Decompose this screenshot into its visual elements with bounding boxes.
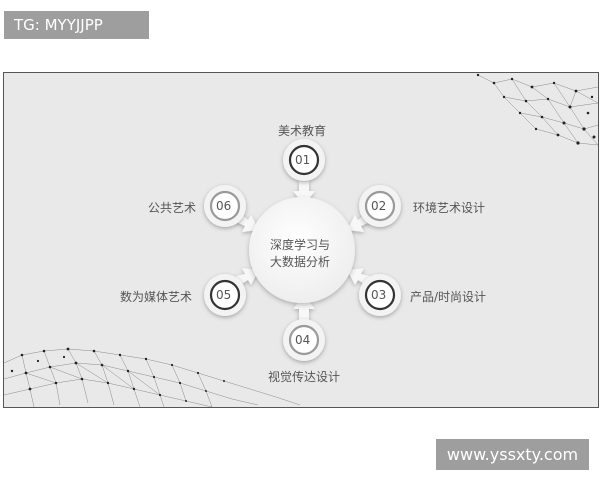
node-04-number: 04 <box>295 333 311 347</box>
arrow-03 <box>347 268 370 285</box>
node-04 <box>283 319 325 361</box>
node-06-number: 06 <box>216 199 232 213</box>
tg-tag: TG: MYYJJPP <box>4 11 149 39</box>
node-05-number: 05 <box>216 288 232 302</box>
node-02-number: 02 <box>371 199 387 213</box>
node-04-label: 视觉传达设计 <box>268 370 341 384</box>
node-03 <box>359 274 401 316</box>
arrow-05 <box>236 268 259 285</box>
center-circle <box>249 197 355 303</box>
node-circles <box>204 139 401 361</box>
node-06 <box>204 185 246 227</box>
hub-diagram <box>236 181 370 321</box>
network-decoration-top-right <box>476 73 598 146</box>
node-03-label: 产品/时尚设计 <box>410 290 487 304</box>
arrow-01 <box>293 181 315 205</box>
node-02-label: 环境艺术设计 <box>413 201 486 215</box>
network-decoration-bottom-left <box>4 347 301 407</box>
center-title-line1: 深度学习与 <box>270 238 331 252</box>
node-06-label: 公共艺术 <box>148 201 197 215</box>
diagram-slide: 深度学习与 大数据分析 <box>3 72 599 408</box>
node-02 <box>359 185 401 227</box>
node-03-number: 03 <box>371 288 387 302</box>
arrow-04 <box>293 295 315 321</box>
node-05 <box>204 274 246 316</box>
watermark-url: www.yssxty.com <box>436 439 589 470</box>
node-01-number: 01 <box>295 153 311 167</box>
node-01 <box>283 139 325 181</box>
node-01-label: 美术教育 <box>278 124 327 138</box>
center-title-line2: 大数据分析 <box>270 255 331 269</box>
node-05-label: 数为媒体艺术 <box>120 290 193 304</box>
